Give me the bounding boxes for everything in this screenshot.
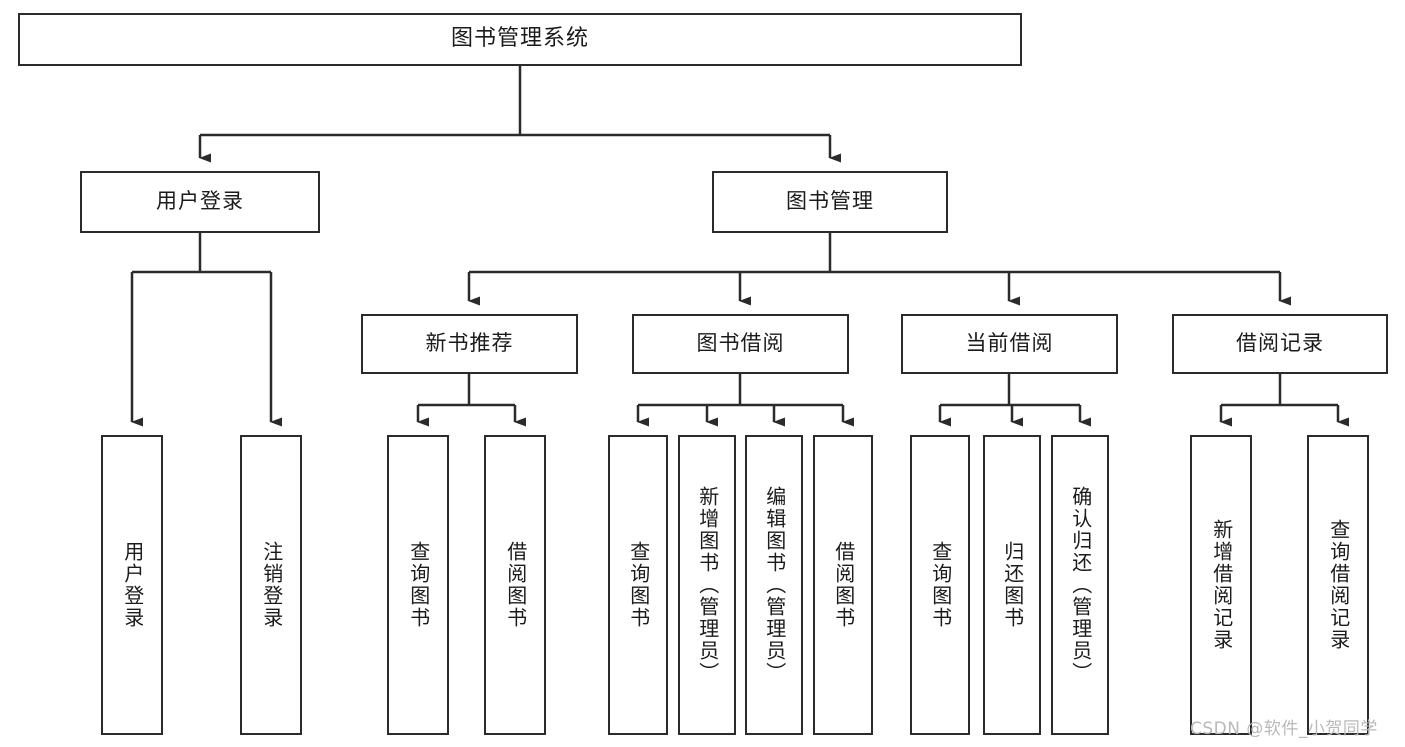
node-leaf-return-book-label: 归还图书 (1000, 541, 1025, 629)
node-leaf-edit-book-admin[interactable]: 编辑图书（管理员） (745, 435, 803, 735)
node-leaf-query-book-2-label: 查询图书 (626, 541, 651, 629)
node-leaf-query-book-2[interactable]: 查询图书 (608, 435, 668, 735)
node-root-label: 图书管理系统 (450, 26, 589, 52)
node-book-manage-label: 图书管理 (786, 189, 874, 214)
node-leaf-add-book-admin[interactable]: 新增图书（管理员） (678, 435, 736, 735)
node-user-login-label: 用户登录 (156, 189, 244, 214)
node-leaf-query-borrow-record-label: 查询借阅记录 (1326, 519, 1351, 651)
node-leaf-add-book-admin-label: 新增图书（管理员） (695, 486, 720, 684)
node-leaf-query-book-3[interactable]: 查询图书 (910, 435, 970, 735)
node-leaf-user-login-label: 用户登录 (120, 541, 145, 629)
node-leaf-return-book[interactable]: 归还图书 (983, 435, 1041, 735)
node-leaf-edit-book-admin-label: 编辑图书（管理员） (762, 486, 787, 684)
node-leaf-add-borrow-record[interactable]: 新增借阅记录 (1190, 435, 1252, 735)
node-new-book-recommend-label: 新书推荐 (425, 331, 514, 356)
node-borrow-record-label: 借阅记录 (1236, 331, 1324, 356)
node-book-borrow[interactable]: 图书借阅 (632, 314, 849, 374)
node-current-borrow-label: 当前借阅 (965, 331, 1054, 356)
csdn-watermark: CSDN @软件_小贺同学 (1190, 719, 1378, 739)
node-leaf-query-book-3-label: 查询图书 (928, 541, 953, 629)
node-leaf-borrow-book-1[interactable]: 借阅图书 (484, 435, 546, 735)
node-borrow-record[interactable]: 借阅记录 (1172, 314, 1388, 374)
node-leaf-logout-label: 注销登录 (259, 541, 284, 629)
node-book-borrow-label: 图书借阅 (696, 331, 785, 356)
node-new-book-recommend[interactable]: 新书推荐 (361, 314, 578, 374)
node-current-borrow[interactable]: 当前借阅 (901, 314, 1118, 374)
node-book-manage[interactable]: 图书管理 (712, 171, 948, 233)
node-leaf-query-borrow-record[interactable]: 查询借阅记录 (1307, 435, 1369, 735)
node-user-login[interactable]: 用户登录 (80, 171, 320, 233)
node-leaf-borrow-book-2-label: 借阅图书 (831, 541, 856, 629)
node-leaf-confirm-return-admin[interactable]: 确认归还（管理员） (1051, 435, 1109, 735)
node-leaf-confirm-return-admin-label: 确认归还（管理员） (1068, 486, 1093, 684)
node-root[interactable]: 图书管理系统 (18, 13, 1022, 66)
node-leaf-logout[interactable]: 注销登录 (240, 435, 302, 735)
node-leaf-query-book-1[interactable]: 查询图书 (387, 435, 449, 735)
node-leaf-query-book-1-label: 查询图书 (406, 541, 431, 629)
node-leaf-borrow-book-1-label: 借阅图书 (503, 541, 528, 629)
node-leaf-add-borrow-record-label: 新增借阅记录 (1209, 519, 1234, 651)
node-leaf-borrow-book-2[interactable]: 借阅图书 (813, 435, 873, 735)
node-leaf-user-login[interactable]: 用户登录 (101, 435, 163, 735)
